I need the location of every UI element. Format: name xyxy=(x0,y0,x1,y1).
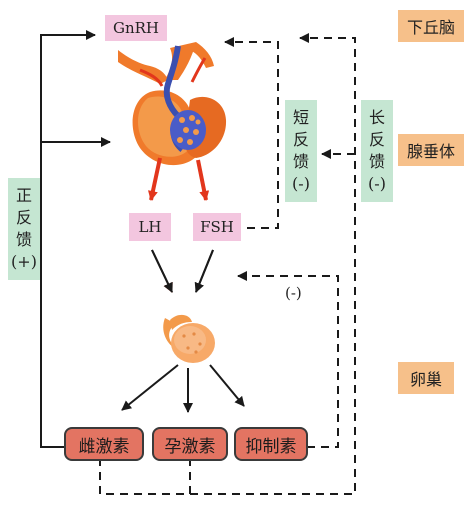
inhibin-box: 抑制素 xyxy=(234,427,308,461)
inhibin-feedback-path xyxy=(237,271,339,448)
ovary-illustration xyxy=(163,314,215,363)
ovary-to-inhibin-arrow xyxy=(209,364,245,407)
estrogen-box: 雌激素 xyxy=(64,427,144,461)
short-feedback-path xyxy=(224,37,279,229)
inhibin-feedback-sign: (-) xyxy=(285,284,302,302)
ovary-region-label: 卵巢 xyxy=(398,362,454,394)
hypothalamus-region-label: 下丘脑 xyxy=(398,10,464,42)
long-feedback-path xyxy=(99,33,356,495)
pituitary-region-label: 腺垂体 xyxy=(398,134,464,166)
long-feedback-label: 长 反 馈 (-) xyxy=(361,100,393,202)
pituitary-illustration xyxy=(118,42,227,201)
gnrh-label: GnRH xyxy=(105,15,167,41)
positive-feedback-path xyxy=(40,30,111,448)
progesterone-box: 孕激素 xyxy=(152,427,228,461)
fsh-label: FSH xyxy=(193,213,241,241)
lh-label: LH xyxy=(129,213,171,241)
positive-feedback-label: 正 反 馈 (+) xyxy=(8,178,40,280)
short-feedback-label: 短 反 馈 (-) xyxy=(285,100,317,202)
ovary-to-estrogen-arrow xyxy=(121,364,179,411)
